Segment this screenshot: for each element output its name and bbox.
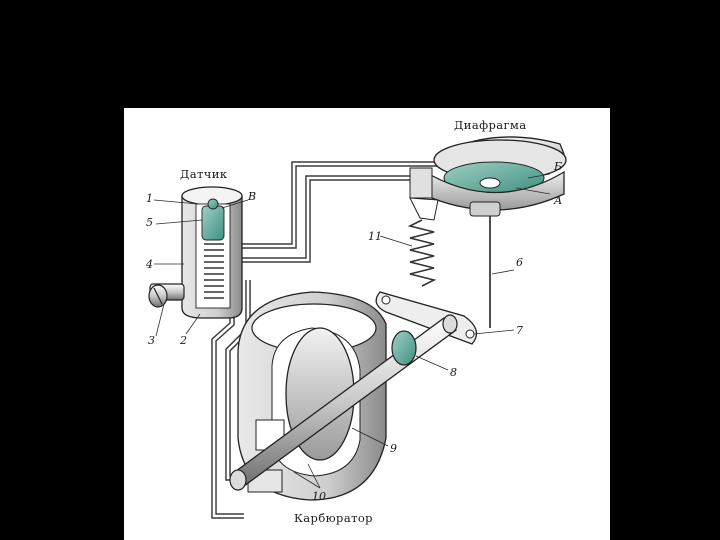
return-spring <box>407 219 437 287</box>
carburetor-title: Карбюратор <box>294 511 373 525</box>
callout-11: 11 <box>368 230 382 243</box>
callout-3: 3 <box>148 334 155 347</box>
callout-10: 10 <box>312 490 326 503</box>
callout-5: 5 <box>146 216 153 229</box>
diaphragm-assembly <box>409 136 567 221</box>
letter-v-label: В <box>247 190 256 203</box>
callout-6: 6 <box>516 256 523 269</box>
callout-8: 8 <box>450 366 457 379</box>
schematic-figure: Диафрагма Датчик Карбюратор Б А В 1 2 3 … <box>124 108 610 540</box>
lever-bushing <box>391 330 417 366</box>
callout-1: 1 <box>146 192 153 205</box>
callout-7: 7 <box>516 324 523 337</box>
letter-b-label: Б <box>553 160 562 173</box>
callout-leaders <box>153 173 551 489</box>
diaphragm-title: Диафрагма <box>454 118 527 132</box>
sensor-title: Датчик <box>180 167 228 181</box>
throttle-shaft <box>229 314 458 491</box>
callout-9: 9 <box>390 442 397 455</box>
callout-4: 4 <box>145 258 153 271</box>
sensor-assembly <box>148 186 243 319</box>
letter-a-label: А <box>553 194 562 207</box>
schematic-drawing: Диафрагма Датчик Карбюратор Б А В 1 2 3 … <box>145 118 567 525</box>
callout-2: 2 <box>179 334 187 347</box>
